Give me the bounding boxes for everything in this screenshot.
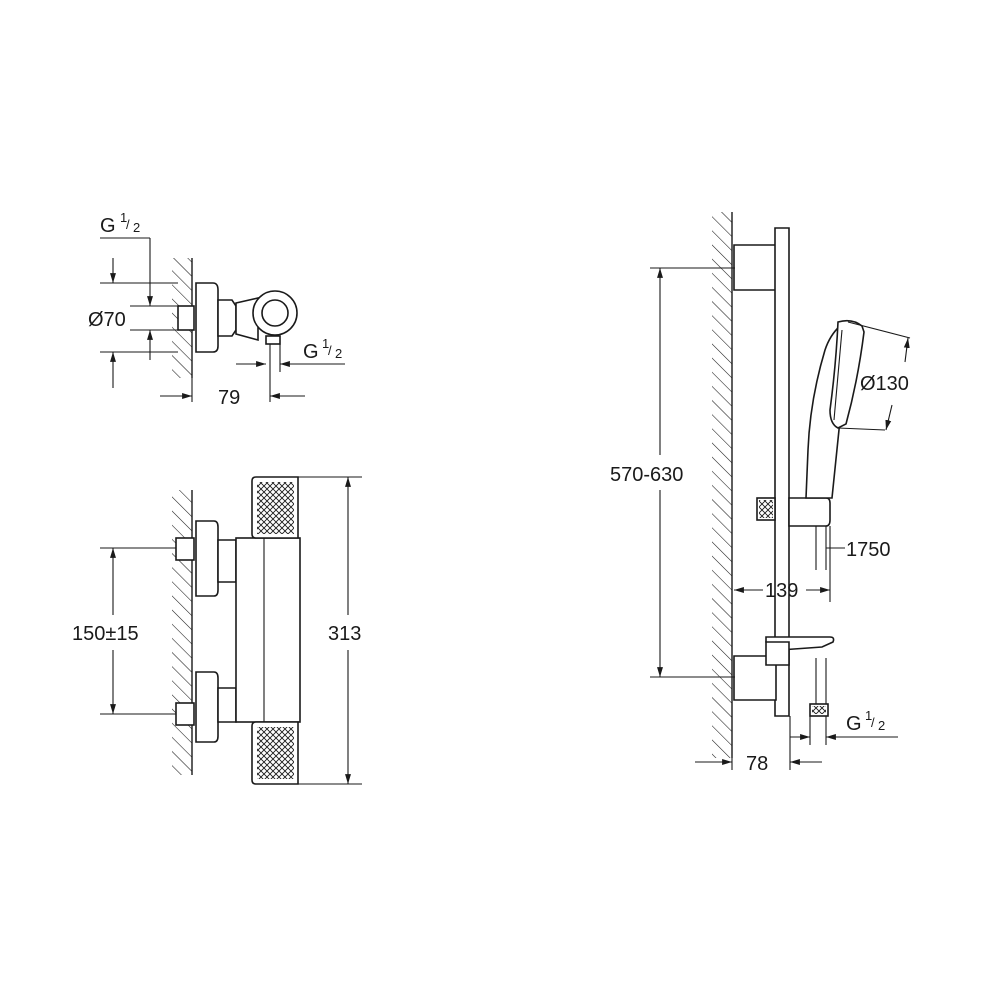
g-half-inlet-num: 1: [120, 210, 127, 225]
top-knob-knurl: [257, 482, 294, 534]
depth-79-label: 79: [218, 387, 240, 409]
rail-view: 570-630 Ø130 1750 139 78 G 1 / 2: [610, 212, 911, 775]
holder-depth-label: 139: [765, 580, 798, 602]
g-half-inlet-label: G: [100, 215, 116, 237]
hose-nut-knurl: [812, 706, 826, 714]
rail-g-half-den: 2: [878, 718, 885, 733]
bottom-knob-knurl: [257, 727, 294, 779]
diameter-70-label: Ø70: [88, 309, 126, 331]
rail-depth-label: 78: [746, 753, 768, 775]
wall-hatch-rail: [712, 212, 732, 758]
slider-knob-knurl: [759, 500, 773, 518]
rail-height-label: 570-630: [610, 464, 683, 486]
g-half-outlet-label: G: [303, 341, 319, 363]
g-half-outlet-num: 1: [322, 336, 329, 351]
g-half-inlet-den: 2: [133, 220, 140, 235]
height-313-label: 313: [328, 623, 361, 645]
rail-g-half-num: 1: [865, 708, 872, 723]
top-view: G 1 / 2 Ø70 G 1 / 2 79: [88, 210, 345, 409]
wall-hatch-front: [172, 490, 192, 775]
head-diameter-label: Ø130: [860, 373, 909, 395]
svg-text:/: /: [328, 343, 332, 358]
svg-text:/: /: [126, 217, 130, 232]
svg-text:/: /: [871, 715, 875, 730]
g-half-outlet-den: 2: [335, 346, 342, 361]
spacing-150-label: 150±15: [72, 623, 139, 645]
front-view: 150±15 313: [72, 476, 362, 785]
rail-g-half-label: G: [846, 713, 862, 735]
hose-length-label: 1750: [846, 539, 891, 561]
